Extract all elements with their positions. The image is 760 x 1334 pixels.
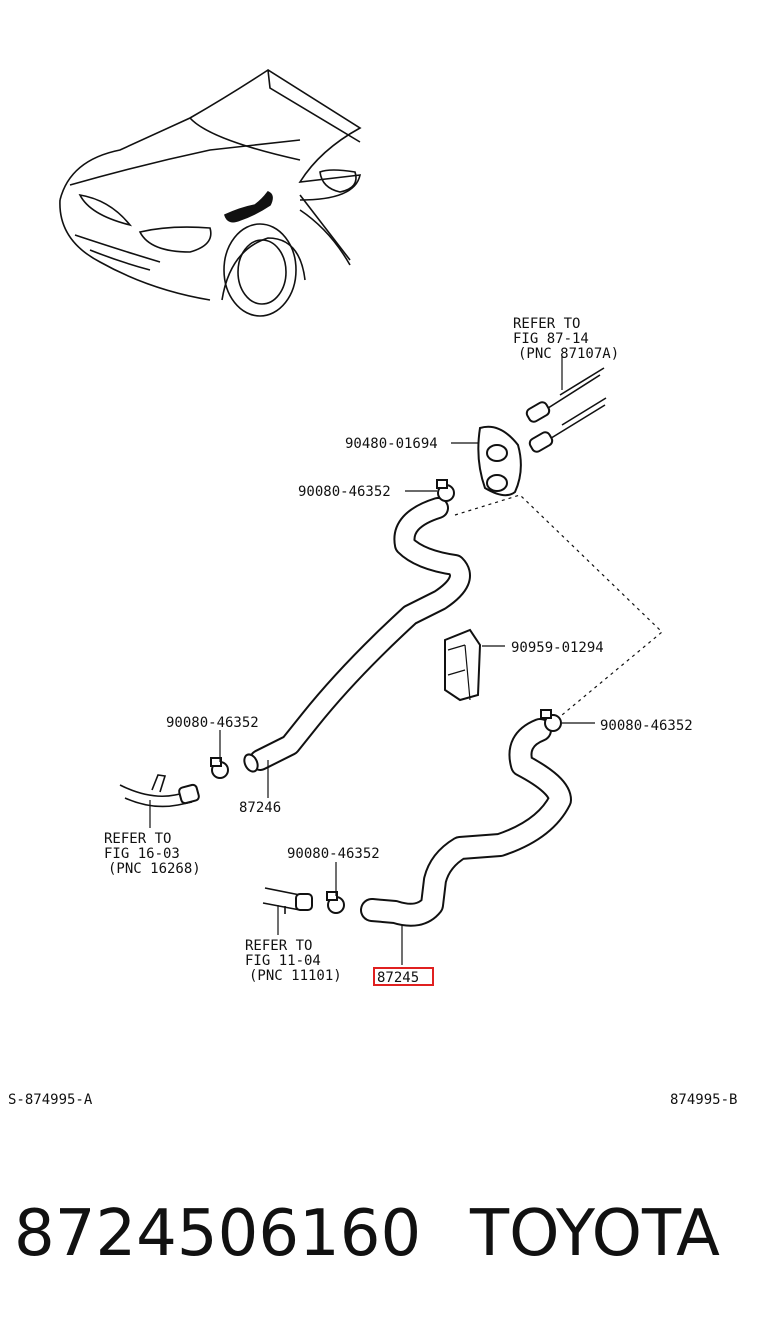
brand-name: TOYOTA [469,1197,720,1271]
callout-refer-11-04: REFER TO FIG 11-04 (PNC 11101) [245,938,342,984]
callout-hose-87245: 87245 [373,967,434,986]
callout-line: (PNC 11101) [249,968,342,984]
part-number: 8724506160 [14,1197,421,1271]
hose-87245 [360,718,572,927]
callout-refer-87-14: REFER TO FIG 87-14 (PNC 87107A) [513,316,619,362]
car-illustration [59,69,362,317]
clamp-bottom [326,891,345,914]
callout-hose-87246: 87246 [239,800,281,816]
hose-87246 [243,497,471,773]
pipe-11-04 [262,887,313,914]
callout-line: FIG 11-04 [245,953,321,969]
highlight-box [373,967,434,986]
callout-clamp-top: 90080-46352 [298,484,391,500]
callout-grommet: 90480-01694 [345,436,438,452]
callout-clamp-right: 90080-46352 [600,718,693,734]
clamp-right [540,709,562,732]
callout-line: (PNC 87107A) [518,346,619,362]
footer-right-code: 874995-B [670,1092,737,1108]
callout-line: REFER TO [104,831,171,847]
leader-lines [149,357,595,965]
callout-clip: 90959-01294 [511,640,604,656]
grommet-part [477,425,522,497]
callout-line: REFER TO [513,316,580,332]
callout-refer-16-03: REFER TO FIG 16-03 (PNC 16268) [104,831,201,877]
callout-line: REFER TO [245,938,312,954]
dashed-reference-line [454,494,663,716]
callout-clamp-bottom: 90080-46352 [287,846,380,862]
callout-line: FIG 87-14 [513,331,589,347]
clamp-top [436,479,455,502]
callout-line: (PNC 16268) [108,861,201,877]
highlighted-part-label: 87245 [377,970,419,986]
heater-pipes [525,367,607,453]
callout-line: FIG 16-03 [104,846,180,862]
clip-part [444,628,482,702]
footer-left-code: S-874995-A [8,1092,93,1108]
pipe-16-03 [119,774,200,808]
callout-clamp-left: 90080-46352 [166,715,259,731]
